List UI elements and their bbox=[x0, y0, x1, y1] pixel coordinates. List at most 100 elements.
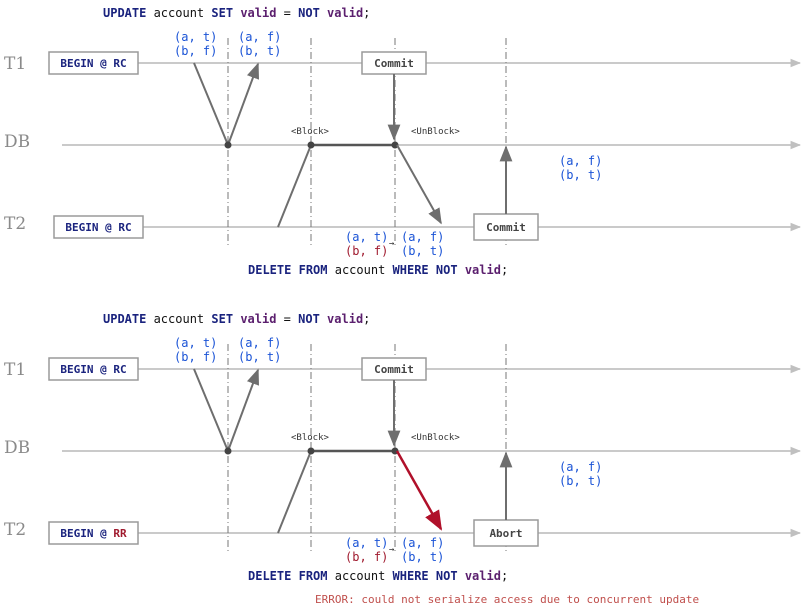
update-statement-segment: valid bbox=[327, 6, 363, 20]
lane-label-t2: T2 bbox=[4, 520, 26, 540]
update-statement-segment: ; bbox=[363, 6, 370, 20]
t2-end-label: Commit bbox=[486, 221, 526, 234]
update-statement-segment: SET bbox=[211, 6, 233, 20]
t2-after-tuple: (a, f) bbox=[401, 536, 444, 550]
t1-write-arrow bbox=[227, 62, 260, 146]
t1-commit-label: Commit bbox=[374, 363, 414, 376]
update-statement-segment: account bbox=[146, 312, 211, 326]
unblock-label: <UnBlock> bbox=[411, 433, 460, 443]
t2-delete-arrow bbox=[277, 450, 312, 534]
update-statement: UPDATE account SET valid = NOT valid; bbox=[103, 312, 370, 326]
t1-commit-label: Commit bbox=[374, 57, 414, 70]
t1-after-tuple: (a, f) bbox=[238, 30, 281, 44]
delete-statement-segment: NOT bbox=[436, 263, 458, 277]
update-statement-segment: ; bbox=[363, 312, 370, 326]
update-statement-segment: NOT bbox=[298, 6, 320, 20]
update-statement-segment bbox=[320, 312, 327, 326]
t1-begin-label-segment: BEGIN bbox=[60, 363, 93, 376]
t2-before-tuple: (a, t) bbox=[345, 536, 388, 550]
t2-before-tuple: (b, f) bbox=[345, 550, 388, 564]
block-label: <Block> bbox=[291, 127, 330, 137]
t2-before-tuple: (a, t) bbox=[345, 230, 388, 244]
t2-begin-label: BEGIN @ RC bbox=[65, 221, 131, 234]
t1-begin-label: BEGIN @ RC bbox=[60, 57, 126, 70]
t1-begin-box bbox=[48, 357, 139, 381]
t2-begin-box bbox=[48, 521, 139, 545]
delete-statement: DELETE FROM account WHERE NOT valid; bbox=[248, 569, 508, 583]
update-statement-segment: account bbox=[146, 6, 211, 20]
block-point bbox=[307, 447, 315, 455]
delete-statement-segment: DELETE bbox=[248, 569, 291, 583]
t1-before-tuple: (b, f) bbox=[174, 350, 217, 364]
t1-before-tuple: (a, t) bbox=[174, 30, 217, 44]
lane-label-db: DB bbox=[4, 132, 30, 152]
t2-begin-label-segment: RC bbox=[118, 221, 131, 234]
scenario-panel-1: UPDATE account SET valid = NOT valid;T1D… bbox=[4, 6, 802, 277]
update-statement: UPDATE account SET valid = NOT valid; bbox=[103, 6, 370, 20]
update-statement-segment: UPDATE bbox=[103, 6, 146, 20]
update-statement-segment bbox=[233, 312, 240, 326]
t1-write-arrow bbox=[227, 368, 260, 452]
t2-transition-arrow: → bbox=[389, 239, 395, 249]
delete-statement-segment: account bbox=[328, 263, 393, 277]
t1-read-arrow bbox=[193, 62, 229, 146]
delete-statement-segment bbox=[429, 569, 436, 583]
t2-begin-label-segment: RR bbox=[113, 527, 127, 540]
t2-begin-label-segment: @ bbox=[99, 221, 119, 234]
delete-statement-segment: WHERE bbox=[393, 569, 429, 583]
t2-before-tuple: (b, f) bbox=[345, 244, 388, 258]
lane-label-t2: T2 bbox=[4, 214, 26, 234]
db-point-t1 bbox=[224, 447, 232, 455]
delete-statement-segment: NOT bbox=[436, 569, 458, 583]
update-statement-segment: valid bbox=[240, 312, 276, 326]
delete-statement-segment bbox=[429, 263, 436, 277]
delete-statement-segment: FROM bbox=[299, 569, 328, 583]
t2-begin-box bbox=[53, 215, 144, 239]
t2-end-box bbox=[473, 213, 539, 241]
t1-begin-label-segment: BEGIN bbox=[60, 57, 93, 70]
delete-statement-segment bbox=[291, 569, 298, 583]
update-statement-segment: = bbox=[276, 312, 298, 326]
t1-begin-box bbox=[48, 51, 139, 75]
t2-begin-label-segment: BEGIN bbox=[60, 527, 93, 540]
t1-before-tuple: (a, t) bbox=[174, 336, 217, 350]
lane-label-t1: T1 bbox=[4, 360, 26, 380]
t2-resume-arrow bbox=[396, 144, 442, 225]
db-after-tuple: (b, t) bbox=[559, 168, 602, 182]
block-point bbox=[307, 141, 315, 149]
t1-begin-label-segment: RC bbox=[113, 57, 126, 70]
update-statement-segment: NOT bbox=[298, 312, 320, 326]
t2-after-tuple: (b, t) bbox=[401, 550, 444, 564]
t1-before-tuple: (b, f) bbox=[174, 44, 217, 58]
db-after-tuple: (a, f) bbox=[559, 154, 602, 168]
t1-after-tuple: (a, f) bbox=[238, 336, 281, 350]
scenario-panel-2: UPDATE account SET valid = NOT valid; T1D… bbox=[4, 312, 802, 606]
t1-read-arrow bbox=[193, 368, 229, 452]
delete-statement-segment: DELETE bbox=[248, 263, 291, 277]
delete-statement-segment bbox=[291, 263, 298, 277]
delete-statement-segment: account bbox=[328, 569, 393, 583]
update-statement-segment bbox=[320, 6, 327, 20]
delete-statement-segment: WHERE bbox=[393, 263, 429, 277]
delete-statement-segment: valid bbox=[465, 569, 501, 583]
lane-label-db: DB bbox=[4, 438, 30, 458]
t2-end-label: Abort bbox=[489, 527, 522, 540]
t2-begin-label: BEGIN @ RR bbox=[60, 527, 127, 540]
unblock-point bbox=[391, 141, 399, 149]
block-label: <Block> bbox=[291, 433, 330, 443]
delete-statement-segment: ; bbox=[501, 263, 508, 277]
update-statement-segment: SET bbox=[211, 312, 233, 326]
update-statement-segment bbox=[233, 6, 240, 20]
t1-begin-label-segment: @ bbox=[94, 57, 114, 70]
delete-statement-segment bbox=[458, 263, 465, 277]
t1-after-tuple: (b, t) bbox=[238, 350, 281, 364]
update-statement-segment: UPDATE bbox=[103, 312, 146, 326]
error-message: ERROR: could not serialize access due to… bbox=[315, 593, 699, 606]
update-statement-segment: valid bbox=[327, 312, 363, 326]
t2-after-tuple: (b, t) bbox=[401, 244, 444, 258]
t1-after-tuple: (b, t) bbox=[238, 44, 281, 58]
db-after-tuple: (a, f) bbox=[559, 460, 602, 474]
delete-statement-segment: ; bbox=[501, 569, 508, 583]
t2-begin-label-segment: @ bbox=[94, 527, 114, 540]
